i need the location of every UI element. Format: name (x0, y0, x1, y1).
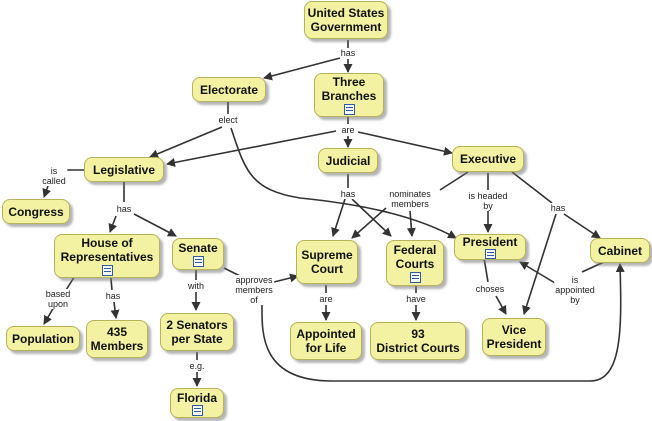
arrow-has-435 (110, 301, 120, 319)
node-supreme-court[interactable]: Supreme Court (296, 240, 358, 284)
node-2-senators-per-state[interactable]: 2 Senators per State (160, 313, 234, 351)
link-label-has-executive: has (549, 203, 567, 213)
node-label: Legislative (92, 162, 156, 177)
link-label-choses: choses (474, 284, 506, 294)
line-executive-nominates (439, 171, 469, 191)
arrow-is-called-congress (42, 185, 51, 198)
link-label-is-appointed-by: is appointed by (554, 275, 596, 305)
node-label: 2 Senators per State (166, 318, 228, 346)
node-electorate[interactable]: Electorate (192, 77, 266, 102)
node-label: Appointed for Life (296, 327, 356, 355)
arrow-has-cabinet (563, 213, 601, 239)
node-executive[interactable]: Executive (452, 146, 524, 172)
link-label-approves-members-of: approves members of (234, 275, 274, 305)
node-435-members[interactable]: 435 Members (86, 320, 148, 358)
node-label: Congress (8, 204, 64, 219)
node-label: 435 Members (90, 325, 144, 353)
node-label: Three Branches (321, 75, 377, 103)
node-three-branches[interactable]: Three Branches (314, 73, 384, 117)
link-label-nominates-members: nominates members (388, 189, 432, 209)
node-florida[interactable]: Florida (170, 388, 224, 418)
node-label: Vice President (486, 323, 542, 351)
node-vice-president[interactable]: Vice President (482, 318, 546, 356)
line-cabinet-is-appointed-by (581, 261, 605, 273)
node-label: United States Government (307, 6, 385, 34)
arrow-elect-legislative (149, 126, 223, 159)
node-label: 93 District Courts (376, 327, 460, 355)
resource-icon[interactable] (484, 249, 496, 259)
node-label: House of Representatives (60, 236, 154, 264)
resource-icon[interactable] (101, 265, 113, 276)
link-label-with: with (186, 281, 206, 291)
arrow-are-executive (357, 131, 453, 156)
node-label: Florida (176, 390, 217, 405)
link-label-is-called: is called (41, 166, 67, 186)
node-label: Supreme Court (301, 248, 353, 276)
node-label: President (462, 235, 518, 249)
link-label-has-house: has (104, 291, 122, 301)
arrow-elect-president (230, 127, 457, 239)
arrow-has-senate (133, 213, 177, 237)
line-senate-approves (223, 267, 241, 277)
link-label-have: have (405, 294, 427, 304)
node-label: Executive (459, 152, 517, 166)
node-judicial[interactable]: Judicial (318, 148, 378, 173)
link-label-has-legislative: has (115, 204, 133, 214)
node-93-district-courts[interactable]: 93 District Courts (370, 322, 466, 360)
arrow-has-electorate (263, 57, 341, 81)
link-label-has-judicial: has (339, 189, 357, 199)
arrow-has-house (108, 215, 118, 233)
link-label-elect: elect (217, 115, 239, 125)
node-united-states-government[interactable]: United States Government (304, 1, 388, 39)
link-label-eg: e.g. (188, 361, 206, 371)
link-label-based-upon: based upon (44, 289, 72, 309)
arrow-has-supreme-court (331, 198, 346, 237)
arrow-based-upon-population (43, 306, 55, 325)
node-label: Senate (178, 241, 218, 255)
resource-icon[interactable] (192, 256, 204, 267)
arrow-are-legislative (166, 130, 337, 167)
link-label-are: are (340, 125, 356, 135)
arrow-approves-cabinet (261, 263, 625, 382)
node-label: Cabinet (597, 243, 642, 258)
node-senate[interactable]: Senate (172, 238, 224, 270)
arrow-approves-supreme-court (269, 273, 299, 284)
arrow-has-federal-courts (351, 198, 392, 237)
resource-icon[interactable] (343, 104, 355, 115)
link-label-is-headed-by: is headed by (467, 191, 509, 211)
arrow-has-vice-president (522, 213, 557, 315)
resource-icon[interactable] (409, 272, 421, 283)
arrow-choses-vice-president (495, 295, 507, 315)
node-label: Electorate (199, 82, 259, 97)
node-president[interactable]: President (454, 234, 526, 260)
node-federal-courts[interactable]: Federal Courts (386, 240, 444, 286)
line-president-choses (483, 257, 489, 283)
node-label: Federal Courts (393, 243, 437, 271)
arrow-is-appointed-by-president (519, 261, 561, 287)
arrow-nominates-supreme-court (351, 207, 387, 239)
node-house-of-representatives[interactable]: House of Representatives (54, 234, 160, 278)
node-label: Judicial (325, 153, 371, 168)
node-legislative[interactable]: Legislative (84, 157, 164, 182)
line-executive-has (511, 171, 553, 204)
node-congress[interactable]: Congress (2, 199, 70, 224)
node-appointed-for-life[interactable]: Appointed for Life (290, 322, 362, 360)
node-cabinet[interactable]: Cabinet (590, 238, 650, 263)
node-label: Population (12, 331, 74, 346)
node-population[interactable]: Population (6, 326, 80, 351)
link-label-are-supreme-court: are (318, 294, 334, 304)
link-label-has: has (339, 48, 357, 58)
arrow-nominates-federal-courts (406, 210, 416, 237)
resource-icon[interactable] (191, 404, 203, 416)
